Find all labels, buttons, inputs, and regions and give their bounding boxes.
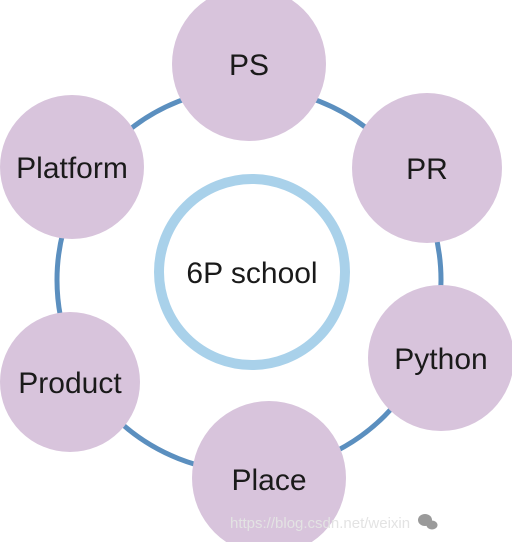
node-python-label: Python <box>394 343 487 376</box>
node-ps: PS <box>172 0 326 141</box>
node-place-label: Place <box>231 464 306 497</box>
node-ps-label: PS <box>229 49 269 82</box>
center-label: 6P school <box>186 257 317 290</box>
node-platform: Platform <box>0 95 144 239</box>
node-pr-circle <box>352 93 502 243</box>
node-pr: PR <box>352 93 502 243</box>
node-platform-label: Platform <box>16 152 128 185</box>
node-place: Place <box>192 401 346 542</box>
node-product: Product <box>0 312 140 452</box>
wechat-icon <box>418 514 438 530</box>
node-python-circle <box>368 285 512 431</box>
node-place-circle <box>192 401 346 542</box>
node-python: Python <box>368 285 512 431</box>
node-ps-circle <box>172 0 326 141</box>
watermark-handle: 武哥AI跨境 <box>440 512 500 527</box>
watermark-url: https://blog.csdn.net/weixin <box>230 515 410 532</box>
center-ring <box>154 174 350 370</box>
node-pr-label: PR <box>406 153 448 186</box>
watermark: https://blog.csdn.net/weixin 武哥AI跨境 <box>230 512 500 532</box>
node-product-label: Product <box>18 367 122 400</box>
node-platform-circle <box>0 95 144 239</box>
node-product-circle <box>0 312 140 452</box>
